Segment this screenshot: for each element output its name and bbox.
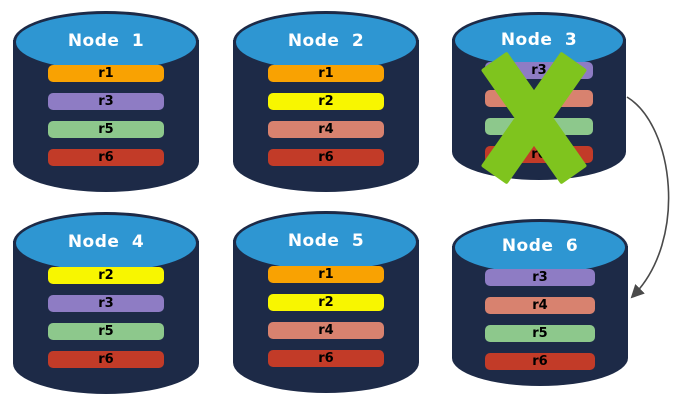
cylinder-top: Node 4 [13, 212, 199, 274]
cylinder-top: Node 2 [233, 11, 419, 73]
node-title: Node 1 [67, 30, 145, 51]
replica-label: r3 [532, 270, 548, 286]
replica-bar: r6 [268, 349, 384, 367]
replica-bar: r5 [48, 322, 164, 340]
replica-bar: r4 [268, 121, 384, 139]
replica-label: r3 [98, 295, 114, 311]
replica-bar: r4 [268, 321, 384, 339]
replica-bar: r2 [268, 93, 384, 111]
replica-list: r1 r3 r5 r6 [48, 65, 164, 167]
replica-bar: r6 [485, 353, 595, 371]
node-title: Node 5 [287, 230, 365, 251]
node-title: Node 4 [67, 231, 145, 252]
replica-label: r3 [531, 63, 547, 79]
replica-label: r1 [318, 266, 334, 282]
node-1: Node 1 r1 r3 r5 r6 [13, 11, 199, 192]
replica-label: r6 [98, 150, 114, 166]
cylinder-top: Node 6 [452, 219, 628, 276]
replica-label: r2 [318, 94, 334, 110]
replica-bar: r2 [268, 293, 384, 311]
node-5: Node 5 r1 r2 r4 r6 [233, 211, 419, 393]
replica-bar: r1 [48, 65, 164, 83]
replica-bar: r1 [268, 265, 384, 283]
replica-label: r4 [318, 322, 334, 338]
replica-bar: r3 [48, 294, 164, 312]
replica-bar: r1 [268, 65, 384, 83]
replica-label: r4 [532, 298, 548, 314]
node-6: Node 6 r3 r4 r5 r6 [452, 219, 628, 386]
replica-bar: r2 [48, 266, 164, 284]
replica-label: r3 [98, 94, 114, 110]
replica-bar: r6 [48, 149, 164, 167]
node-title: Node 6 [501, 236, 579, 257]
replica-label: r4 [318, 122, 334, 138]
arrow-curve [626, 96, 670, 299]
replica-bar: r3 [48, 93, 164, 111]
replica-bar: r6 [48, 350, 164, 368]
replica-label: r6 [98, 351, 114, 367]
replica-bar: r6 [268, 149, 384, 167]
replica-list: r1 r2 r4 r6 [268, 265, 384, 367]
replica-label: r6 [318, 150, 334, 166]
node-3: Node 3 r3 r4 r5 r6 [452, 12, 626, 185]
replica-list: r2 r3 r5 r6 [48, 266, 164, 368]
node-title: Node 3 [500, 29, 578, 50]
replica-bar: r5 [48, 121, 164, 139]
replica-label: r6 [532, 354, 548, 370]
replica-label: r5 [98, 323, 114, 339]
replica-label: r6 [318, 350, 334, 366]
replica-list: r1 r2 r4 r6 [268, 65, 384, 167]
replica-label: r5 [532, 326, 548, 342]
node-4: Node 4 r2 r3 r5 r6 [13, 212, 199, 394]
replica-label: r1 [98, 66, 114, 82]
cylinder-top: Node 5 [233, 211, 419, 273]
failure-cross-icon [452, 12, 626, 185]
replica-list: r3 r4 r5 r6 [485, 269, 595, 371]
replica-label: r2 [318, 294, 334, 310]
replica-label: r2 [98, 267, 114, 283]
node-2: Node 2 r1 r2 r4 r6 [233, 11, 419, 192]
cylinder-top: Node 1 [13, 11, 199, 73]
replica-bar: r5 [485, 325, 595, 343]
replica-label: r5 [98, 122, 114, 138]
replica-bar: r4 [485, 297, 595, 315]
replica-label: r1 [318, 66, 334, 82]
replica-bar: r3 [485, 269, 595, 287]
node-title: Node 2 [287, 30, 365, 51]
